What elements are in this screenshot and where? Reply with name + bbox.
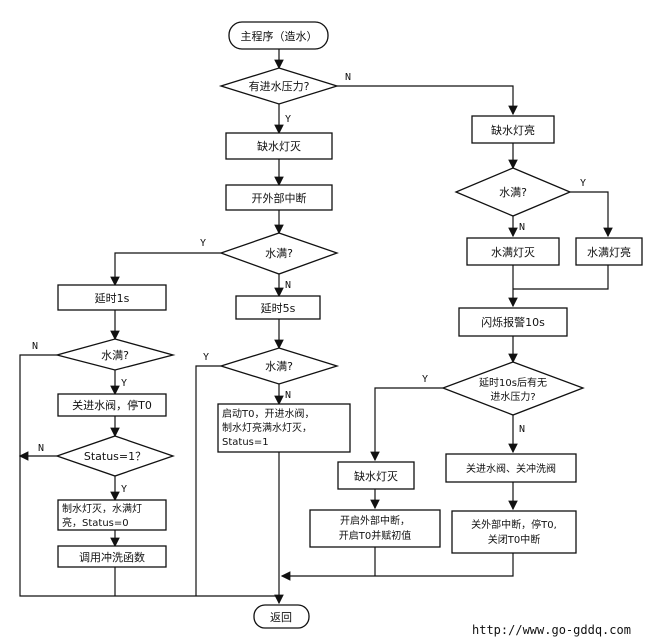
process-ext-int-on: 开外部中断 <box>225 184 333 211</box>
decision-full-right: 水满? <box>454 167 572 217</box>
return-terminal-label: 返回 <box>270 611 292 624</box>
decision-full-right-label: 水满? <box>499 186 527 199</box>
decision-delay-pressure-line1: 延时10s后有无 <box>479 376 547 389</box>
process-close-ext: 关外部中断，停T0, 关闭T0中断 <box>451 510 577 554</box>
decision-full-left: 水满? <box>54 338 176 371</box>
process-delay-5s-label: 延时5s <box>261 302 296 315</box>
decision-full-main-label: 水满? <box>265 247 293 260</box>
process-open-ext: 开启外部中断， 开启T0并赋初值 <box>309 509 441 548</box>
decision-full-main: 水满? <box>219 232 339 275</box>
label-y-full-main: Y <box>200 238 206 249</box>
label-n-status: N <box>38 443 44 454</box>
decision-pressure-label: 有进水压力? <box>249 79 310 93</box>
process-start-t0-line2: 制水灯亮满水灯灭， <box>222 421 312 434</box>
label-n-full-mid: N <box>285 390 291 401</box>
process-delay-1s-label: 延时1s <box>95 292 130 305</box>
process-lack-off-label: 缺水灯灭 <box>257 139 301 153</box>
label-y-full-mid: Y <box>203 352 209 363</box>
process-make-off-line2: 亮，Status=0 <box>62 516 129 529</box>
process-lack-off: 缺水灯灭 <box>225 132 333 160</box>
node-return: 返回 <box>253 604 310 629</box>
process-lack-off-2: 缺水灯灭 <box>337 461 415 490</box>
process-blink-alarm: 闪烁报警10s <box>458 307 568 337</box>
process-call-flush-label: 调用冲洗函数 <box>79 550 145 564</box>
process-open-ext-line1: 开启外部中断， <box>340 514 410 527</box>
process-close-inlet-label: 关进水阀，停T0 <box>72 398 152 412</box>
process-full-off: 水满灯灭 <box>466 237 560 266</box>
process-lack-on: 缺水灯亮 <box>471 115 555 144</box>
process-call-flush: 调用冲洗函数 <box>57 545 167 568</box>
connectors <box>18 49 613 605</box>
decision-delay-pressure: 延时10s后有无 进水压力? <box>441 361 585 416</box>
branch-labels: N Y Y N N Y N Y Y N Y N Y N <box>32 72 586 495</box>
label-y-full-right: Y <box>580 178 586 189</box>
label-n-full-right: N <box>519 222 525 233</box>
process-full-on-label: 水满灯亮 <box>587 245 631 259</box>
start-terminal-label: 主程序（造水） <box>241 29 318 43</box>
process-close-ext-line2: 关闭T0中断 <box>488 533 540 546</box>
label-y-status: Y <box>121 484 127 495</box>
process-make-off: 制水灯灭，水满灯 亮，Status=0 <box>57 499 167 531</box>
process-start-t0-line3: Status=1 <box>222 437 269 448</box>
label-n-delay: N <box>519 424 525 435</box>
process-delay-5s: 延时5s <box>235 295 321 320</box>
process-blink-alarm-label: 闪烁报警10s <box>481 315 545 329</box>
decision-delay-pressure-line2: 进水压力? <box>490 390 535 403</box>
decision-full-mid: 水满? <box>218 347 340 385</box>
decision-full-left-label: 水满? <box>101 349 129 362</box>
process-start-t0: 启动T0，开进水阀， 制水灯亮满水灯灭， Status=1 <box>217 403 351 453</box>
process-delay-1s: 延时1s <box>57 284 167 311</box>
decision-status: Status=1？ <box>55 435 175 477</box>
label-n-pressure: N <box>345 72 351 83</box>
decision-pressure: 有进水压力? <box>218 67 340 105</box>
process-full-on: 水满灯亮 <box>575 237 643 266</box>
node-start: 主程序（造水） <box>228 21 329 50</box>
process-full-off-label: 水满灯灭 <box>491 246 535 259</box>
process-close-ext-line1: 关外部中断，停T0, <box>471 518 557 531</box>
label-y-full-left: Y <box>121 378 127 389</box>
process-close-valves-label: 关进水阀、关冲洗阀 <box>466 462 556 475</box>
process-lack-on-label: 缺水灯亮 <box>491 123 535 137</box>
process-close-inlet: 关进水阀，停T0 <box>57 393 167 417</box>
process-make-off-line1: 制水灯灭，水满灯 <box>62 502 142 515</box>
process-close-valves: 关进水阀、关冲洗阀 <box>445 453 577 483</box>
decision-status-label: Status=1？ <box>84 450 146 463</box>
watermark: http://www.go-gddq.com <box>472 623 631 637</box>
label-n-full-left: N <box>32 341 38 352</box>
label-y-pressure: Y <box>285 114 291 125</box>
process-start-t0-line1: 启动T0，开进水阀， <box>222 407 314 420</box>
label-y-delay: Y <box>422 374 428 385</box>
label-n-full-main: N <box>285 280 291 291</box>
process-ext-int-on-label: 开外部中断 <box>252 191 307 205</box>
process-open-ext-line2: 开启T0并赋初值 <box>339 529 411 542</box>
decision-full-mid-label: 水满? <box>265 360 293 373</box>
process-lack-off-2-label: 缺水灯灭 <box>354 469 398 483</box>
